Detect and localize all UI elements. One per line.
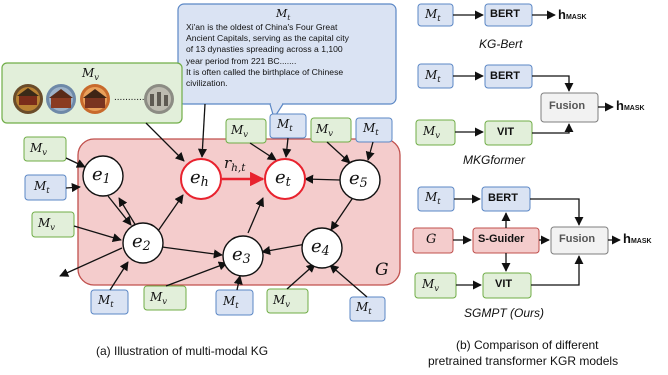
description-line: Xi'an is the oldest of China's Four Grea…: [186, 22, 338, 32]
fusion-box-label: Fusion: [549, 100, 586, 112]
visual-modality-label: Mv: [423, 124, 441, 140]
landmark-photo-1: [13, 84, 43, 114]
entity-e3: e3: [232, 244, 251, 266]
landmark-photo-4: [144, 84, 174, 114]
panel-b-caption-line2: pretrained transformer KGR models: [428, 354, 619, 368]
modality-boxes-panel-a: [23, 113, 393, 322]
visual-modality-label: Mv: [150, 290, 168, 306]
description-line: civilization.: [186, 78, 228, 89]
visual-modality-label: Mv: [30, 141, 48, 157]
image-box-ellipsis: ...........: [114, 92, 145, 103]
text-modality-label: Mt: [277, 117, 293, 133]
entity-head: eh: [190, 167, 209, 189]
text-box-description: Xi'an is the oldest of China's Four Grea…: [186, 22, 390, 89]
text-modality-label: Mt: [363, 121, 379, 137]
relation-label: rh,t: [224, 154, 246, 174]
visual-modality-label: Mv: [38, 216, 56, 232]
bert-box-label: BERT: [490, 70, 520, 82]
model-name-kgbert: KG-Bert: [479, 37, 523, 51]
panel-b-caption-line1: (b) Comparison of different: [456, 338, 599, 352]
bert-box-label: BERT: [490, 8, 520, 20]
visual-modality-label: Mv: [316, 122, 334, 138]
output-label: hMASK: [623, 231, 652, 246]
text-modality-label: Mt: [34, 179, 50, 195]
image-box-title: Mv: [82, 66, 100, 82]
text-description-box: [177, 3, 397, 105]
text-box-title: Mt: [276, 7, 291, 22]
output-label: hMASK: [616, 98, 645, 113]
entity-e2: e2: [132, 231, 151, 253]
graph-symbol: G: [375, 260, 389, 280]
description-line: It is often called the birthplace of Chi…: [186, 66, 344, 77]
visual-modality-label: Mv: [273, 293, 291, 309]
panel-b-arrows: [453, 10, 621, 290]
visual-modality-label: Mv: [422, 277, 440, 293]
text-modality-label: Mt: [425, 7, 441, 23]
landmark-photo-2: [46, 84, 76, 114]
description-line: Ancient Capitals, serving as the capital…: [186, 33, 349, 44]
text-modality-label: Mt: [98, 293, 114, 309]
visual-modality-label: Mv: [231, 123, 249, 139]
graph-edges: [59, 103, 375, 298]
output-label: hMASK: [558, 7, 587, 22]
entity-e5: e5: [349, 168, 368, 190]
text-modality-label: Mt: [223, 294, 239, 310]
text-modality-label: Mt: [425, 68, 441, 84]
landmark-photo-3: [80, 84, 110, 114]
text-modality-label: Mt: [356, 300, 372, 316]
model-name-mkgformer: MKGformer: [463, 153, 526, 167]
entity-tail: et: [275, 167, 291, 189]
graph-input-label: G: [426, 232, 437, 247]
fusion-box-label: Fusion: [559, 233, 596, 245]
model-name-sgmpt: SGMPT (Ours): [464, 306, 544, 320]
bert-box-label: BERT: [488, 192, 518, 204]
vit-box-label: VIT: [495, 278, 513, 290]
description-line: of 13 dynasties spreading across a 1,100: [186, 44, 343, 55]
panel-a-caption: (a) Illustration of multi-modal KG: [96, 344, 269, 358]
entity-e4: e4: [311, 236, 330, 258]
sguider-box-label: S-Guider: [478, 233, 525, 245]
description-line: year period from 221 BC.......: [186, 55, 297, 66]
text-modality-label: Mt: [425, 190, 441, 206]
entity-nodes: [82, 155, 381, 277]
entity-e1: e1: [92, 164, 111, 186]
vit-box-label: VIT: [497, 126, 515, 138]
